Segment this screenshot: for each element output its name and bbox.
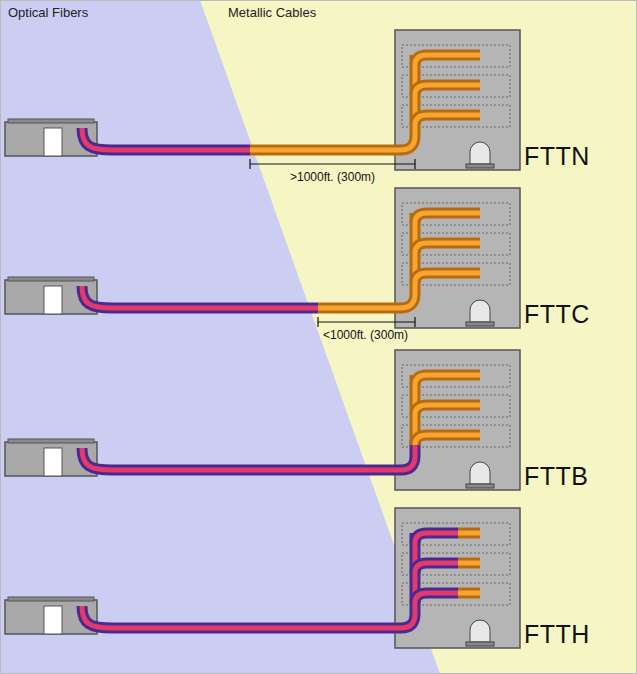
copper-cable-core: [458, 561, 480, 566]
copper-cable-core: [415, 213, 480, 223]
copper-cable-core: [318, 306, 401, 311]
terminal-dome: [470, 462, 490, 484]
copper-cable: [415, 435, 480, 445]
copper-cable-core: [415, 435, 480, 445]
copper-cable-core: [458, 531, 480, 536]
architecture-label: FTTC: [524, 300, 590, 329]
fiber-cable: [82, 286, 318, 308]
copper-cable-core: [415, 55, 480, 65]
copper-cable: [415, 115, 480, 125]
architecture-label: FTTN: [524, 142, 590, 171]
floor-outline: [402, 365, 510, 387]
copper-cable: [415, 375, 480, 385]
region-label: Optical Fibers: [8, 5, 88, 20]
copper-cable: [458, 528, 480, 539]
copper-cable-core: [415, 243, 480, 253]
terminal-base: [466, 164, 494, 168]
copper-cable: [415, 55, 480, 65]
office-door: [44, 128, 62, 156]
fiber-cable: [82, 533, 415, 628]
fiber-cable-core: [415, 533, 458, 543]
copper-cable: [415, 243, 480, 253]
copper-cable: [400, 213, 415, 308]
architecture-label: FTTB: [524, 462, 589, 491]
office-roof: [8, 119, 94, 123]
copper-cable-core: [415, 273, 480, 283]
fiber-cable-core: [82, 440, 415, 470]
fiber-cable: [415, 593, 458, 603]
copper-cable: [415, 405, 480, 415]
terminal-dome: [470, 300, 490, 322]
office-door: [44, 606, 62, 634]
copper-cable: [415, 85, 480, 95]
copper-cable-core: [458, 591, 480, 596]
terminal-base: [466, 642, 494, 646]
copper-cable-core: [250, 148, 401, 153]
fiber-cable-core: [415, 563, 458, 573]
copper-cable: [458, 558, 480, 569]
terminal-dome: [470, 620, 490, 642]
dimension-bracket: [250, 159, 415, 169]
fiber-cable-core: [82, 286, 318, 308]
fiber-cable-core: [82, 128, 250, 150]
fiber-cable: [82, 128, 250, 150]
office-roof: [8, 597, 94, 601]
fiber-cable: [415, 533, 458, 543]
copper-cable-core: [415, 375, 480, 385]
copper-cable-core: [415, 405, 480, 415]
fiber-cable: [415, 563, 458, 573]
dimension-label: >1000ft. (300m): [288, 170, 377, 184]
terminal-dome: [470, 142, 490, 164]
office-door: [44, 286, 62, 314]
office-roof: [8, 277, 94, 281]
floor-outline: [402, 203, 510, 225]
fiber-cable-core: [82, 533, 415, 628]
copper-cable-core: [415, 85, 480, 95]
copper-cable-core: [415, 115, 480, 125]
architecture-label: FTTH: [524, 620, 590, 649]
terminal-base: [466, 322, 494, 326]
fiber-cable: [82, 440, 415, 470]
copper-cable: [250, 145, 401, 156]
office-door: [44, 448, 62, 476]
office-roof: [8, 439, 94, 443]
region-label: Metallic Cables: [228, 5, 316, 20]
dimension-label: <1000ft. (300m): [321, 328, 410, 342]
copper-cable: [415, 273, 480, 283]
floor-outline: [402, 45, 510, 67]
building: [395, 188, 520, 328]
fiber-cable-core: [415, 593, 458, 603]
copper-cable: [400, 55, 415, 150]
dimension-bracket: [318, 317, 415, 327]
floor-outline: [402, 523, 510, 545]
copper-cable-core: [400, 213, 415, 308]
fiber-region: [0, 0, 440, 674]
copper-cable: [458, 588, 480, 599]
building: [395, 30, 520, 170]
terminal-base: [466, 484, 494, 488]
copper-cable: [415, 213, 480, 223]
copper-cable: [318, 303, 401, 314]
copper-cable-core: [400, 55, 415, 150]
